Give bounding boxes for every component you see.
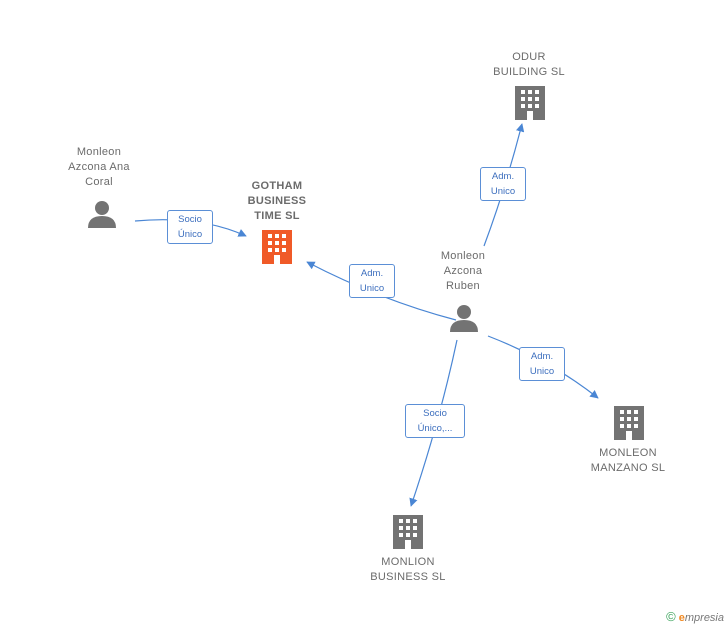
label-line: Azcona Ana xyxy=(68,161,130,173)
copyright-symbol: © xyxy=(666,609,676,624)
edge-label-line: Unico xyxy=(490,186,516,197)
edge-label-ruben-manzano[interactable]: Adm. Unico xyxy=(519,347,565,381)
edge-label-ruben-monlion[interactable]: Socio Único,... xyxy=(405,404,465,438)
label-line: Ruben xyxy=(446,280,480,292)
node-label-ruben[interactable]: Monleon Azcona Ruben xyxy=(418,249,508,294)
node-label-monleon-manzano[interactable]: MONLEON MANZANO SL xyxy=(576,446,680,476)
empresia-watermark: ©empresia xyxy=(666,609,724,624)
label-line: GOTHAM xyxy=(251,180,303,192)
label-line: BUILDING SL xyxy=(493,66,565,78)
edge-label-line: Socio xyxy=(423,408,447,419)
label-line: BUSINESS SL xyxy=(370,571,446,583)
person-icon[interactable] xyxy=(88,201,116,228)
label-line: BUSINESS xyxy=(247,195,307,207)
label-line: MONLEON xyxy=(599,447,657,459)
edge-label-line: Socio xyxy=(178,214,202,225)
label-line: ODUR xyxy=(512,51,546,63)
label-line: MANZANO SL xyxy=(590,462,666,474)
brand-name: mpresia xyxy=(684,612,724,624)
label-line: Monleon xyxy=(76,146,122,158)
building-icon[interactable] xyxy=(515,86,545,120)
label-line: Monleon xyxy=(440,250,486,262)
edge-label-line: Unico xyxy=(359,283,385,294)
label-line: TIME SL xyxy=(254,210,300,222)
brand-initial: e xyxy=(678,612,685,624)
building-icon[interactable] xyxy=(262,230,292,264)
building-icon[interactable] xyxy=(614,406,644,440)
edge-label-ruben-gotham[interactable]: Adm. Unico xyxy=(349,264,395,298)
node-label-monlion-business[interactable]: MONLION BUSINESS SL xyxy=(356,555,460,585)
edge-label-line: Adm. xyxy=(530,351,554,362)
person-icon[interactable] xyxy=(450,305,478,332)
label-line: Azcona xyxy=(443,265,483,277)
edge-label-line: Único,... xyxy=(417,423,453,434)
edge-label-line: Adm. xyxy=(491,171,515,182)
edge-label-line: Unico xyxy=(529,366,555,377)
building-icon[interactable] xyxy=(393,515,423,549)
edge-label-line: Adm. xyxy=(360,268,384,279)
label-line: MONLION xyxy=(381,556,435,568)
node-label-ana-coral[interactable]: Monleon Azcona Ana Coral xyxy=(54,145,144,190)
label-line: Coral xyxy=(85,176,113,188)
edge-label-ana-gotham[interactable]: Socio Único xyxy=(167,210,213,244)
node-label-gotham[interactable]: GOTHAM BUSINESS TIME SL xyxy=(230,179,324,224)
edge-label-line: Único xyxy=(177,229,203,240)
node-label-odur[interactable]: ODUR BUILDING SL xyxy=(482,50,576,80)
edge-label-ruben-odur[interactable]: Adm. Unico xyxy=(480,167,526,201)
